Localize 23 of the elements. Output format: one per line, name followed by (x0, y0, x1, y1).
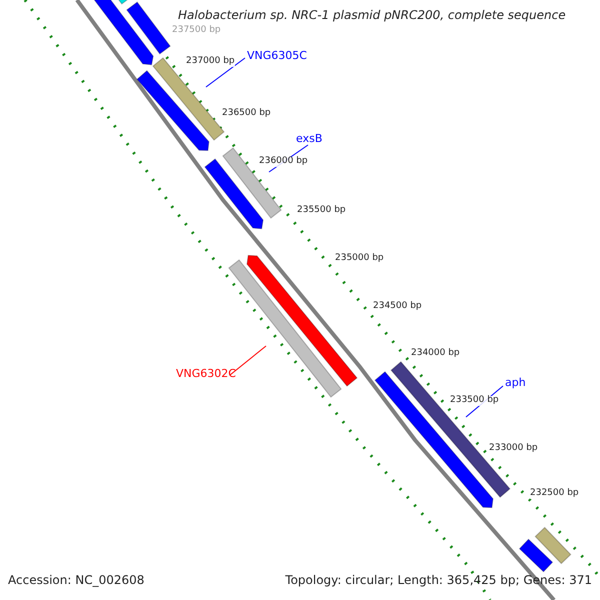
tick-label: 234000 bp (411, 349, 460, 359)
title: Halobacterium sp. NRC-1 plasmid pNRC200, complete sequence (178, 9, 566, 22)
tick-label: 233500 bp (450, 396, 499, 406)
tick-label: 233000 bp (489, 444, 538, 454)
gene-label: aph (505, 377, 526, 390)
gene-label: exsB (296, 133, 322, 146)
tick-label: 236000 bp (259, 157, 308, 167)
tick-label: 237500 bp (172, 26, 221, 36)
gene-block (534, 526, 572, 564)
leader-line (230, 346, 266, 376)
tick-label: 235500 bp (297, 206, 346, 216)
leader-line (206, 58, 246, 88)
tick-label: 236500 bp (222, 109, 271, 119)
gene-label: VNG6302C (176, 368, 236, 380)
gene-block (518, 538, 554, 572)
gene-block (136, 70, 210, 152)
tick-label: 237000 bp (186, 57, 235, 67)
tick-label: 234500 bp (373, 302, 422, 312)
gene-block (126, 1, 171, 55)
gene-label: VNG6305C (247, 50, 307, 62)
tick-label: 235000 bp (335, 254, 384, 264)
tick-label: 232500 bp (530, 489, 579, 499)
accession-text: Accession: NC_002608 (8, 574, 144, 588)
